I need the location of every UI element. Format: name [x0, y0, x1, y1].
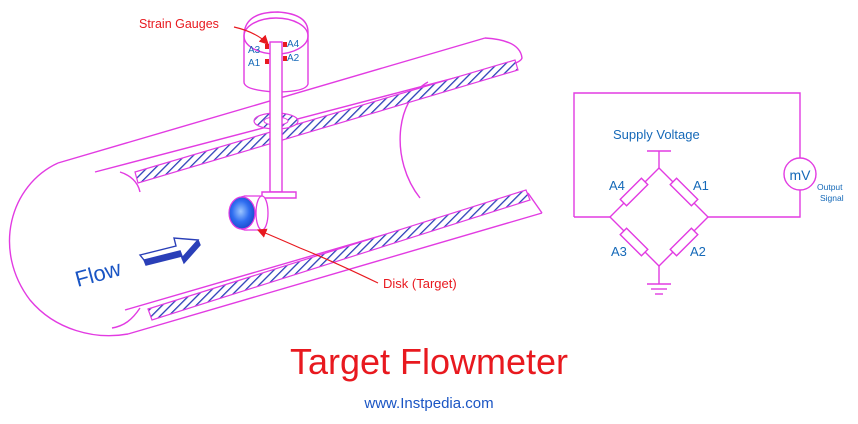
disk-target-label: Disk (Target) [383, 276, 457, 291]
flow-arrow-icon [138, 237, 201, 266]
page-title: Target Flowmeter [289, 341, 569, 382]
output-signal-label-line1: Output [817, 182, 843, 192]
strain-gauge-pad [265, 44, 269, 49]
pipe-wall-bottom-hatch [147, 189, 531, 321]
website-link[interactable]: www.Instpedia.com [364, 395, 494, 412]
pipe-left-rim [8, 162, 129, 337]
bridge-label-a4: A4 [609, 178, 625, 193]
strain-gauges-label: Strain Gauges [139, 17, 219, 31]
resistor-icon [619, 177, 649, 207]
output-signal-label-line2: Signal [820, 193, 844, 203]
strain-gauge-pad [265, 59, 269, 64]
resistor-icon [669, 177, 699, 207]
strain-gauge-pad [283, 42, 287, 47]
target-stem [261, 41, 297, 199]
pipe-bottom-end [527, 192, 543, 214]
ground-icon [647, 283, 671, 295]
pipe-outer-bottom [127, 212, 543, 335]
resistor-icon [669, 227, 699, 257]
strain-gauges-arrow [233, 26, 269, 45]
millivolt-meter-icon [783, 157, 817, 191]
target-disk [228, 195, 269, 231]
flow-label: Flow [72, 256, 123, 292]
gauge-label-a3: A3 [248, 45, 261, 56]
pipe-wall-top-hatch [134, 59, 519, 184]
bridge-output-loop [573, 92, 801, 218]
pipe-end-mouth-top [484, 37, 523, 67]
bridge-label-a3: A3 [611, 244, 627, 259]
supply-voltage-label: Supply Voltage [613, 127, 700, 142]
bridge-label-a2: A2 [690, 244, 706, 259]
gauge-label-a4: A4 [287, 39, 300, 50]
gauge-label-a2: A2 [287, 53, 300, 64]
meter-label: mV [790, 167, 812, 183]
pipe-left-inner-rim [111, 171, 141, 329]
strain-gauge-pad [283, 56, 287, 61]
gauge-label-a1: A1 [248, 58, 261, 69]
disk-target-arrow [256, 228, 379, 284]
bridge-label-a1: A1 [693, 178, 709, 193]
resistor-icon [619, 227, 649, 257]
